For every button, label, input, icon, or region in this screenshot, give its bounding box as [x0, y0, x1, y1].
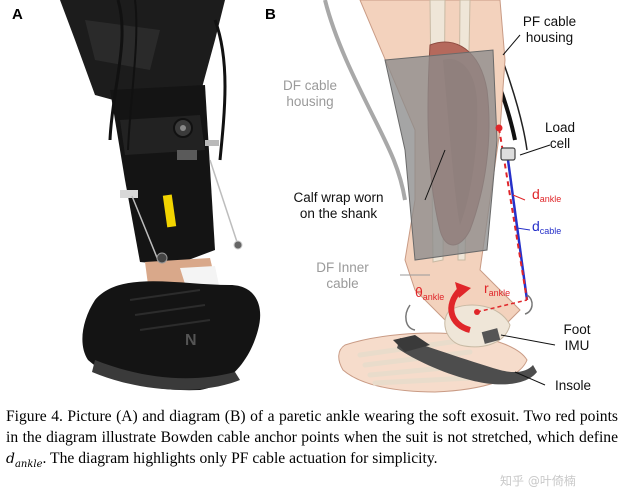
- caption-math: dankle: [6, 451, 43, 470]
- panel-a-label: A: [12, 6, 23, 23]
- subscript: cable: [539, 226, 562, 236]
- label-line: DF Inner: [316, 260, 369, 275]
- label-line: DF cable: [282, 78, 338, 93]
- label-line: housing: [286, 94, 334, 109]
- label-insole: Insole: [554, 378, 592, 393]
- exosuit-photo: N: [60, 0, 261, 391]
- symbol: d: [532, 218, 540, 234]
- label-line: cable: [326, 276, 359, 291]
- blue-cable-line: [506, 159, 529, 301]
- label-df-inner-cable: DF Inner cable: [300, 260, 385, 292]
- subscript: ankle: [422, 292, 445, 302]
- label-calf-wrap: Calf wrap worn on the shank: [281, 190, 396, 222]
- label-line: IMU: [564, 338, 590, 353]
- label-line: cell: [549, 136, 571, 151]
- red-anchor-top: [495, 124, 503, 132]
- symbol: θ: [415, 284, 423, 300]
- label-load-cell: Load cell: [530, 120, 590, 152]
- label-line: on the shank: [299, 206, 378, 221]
- ankle-diagram: [323, 0, 556, 393]
- subscript: ankle: [539, 194, 562, 204]
- label-theta-ankle: θankle: [415, 284, 444, 302]
- subscript: ankle: [488, 288, 511, 298]
- symbol: d: [532, 186, 540, 202]
- label-d-ankle: dankle: [532, 186, 561, 204]
- load-cell-block: [500, 147, 516, 161]
- label-pf-cable-housing: PF cable housing: [502, 14, 597, 46]
- label-r-ankle: rankle: [484, 280, 510, 298]
- label-line: Calf wrap worn: [293, 190, 384, 205]
- math-subscript: ankle: [14, 458, 43, 470]
- label-line: PF cable: [522, 14, 577, 29]
- label-line: Foot: [563, 322, 591, 337]
- math-symbol: d: [6, 451, 15, 467]
- label-line: Load: [544, 120, 576, 135]
- figure-area: A B N: [12, 0, 602, 393]
- watermark: 知乎 @叶倚楠: [500, 474, 576, 488]
- df-housing-line: [323, 0, 407, 201]
- caption-text-2: . The diagram highlights only PF cable a…: [42, 450, 438, 467]
- label-line: housing: [525, 30, 574, 45]
- label-df-cable-housing: DF cable housing: [265, 78, 355, 110]
- foot-imu-block: [481, 328, 501, 344]
- figure-caption: Figure 4. Picture (A) and diagram (B) of…: [6, 406, 618, 475]
- label-foot-imu: Foot IMU: [552, 322, 602, 354]
- caption-text-1: Figure 4. Picture (A) and diagram (B) of…: [6, 408, 618, 446]
- panel-b-label: B: [265, 6, 276, 23]
- theta-arrow: [448, 287, 471, 333]
- label-d-cable: dcable: [532, 218, 561, 236]
- svg-text:N: N: [185, 332, 197, 349]
- symbol: r: [484, 280, 489, 296]
